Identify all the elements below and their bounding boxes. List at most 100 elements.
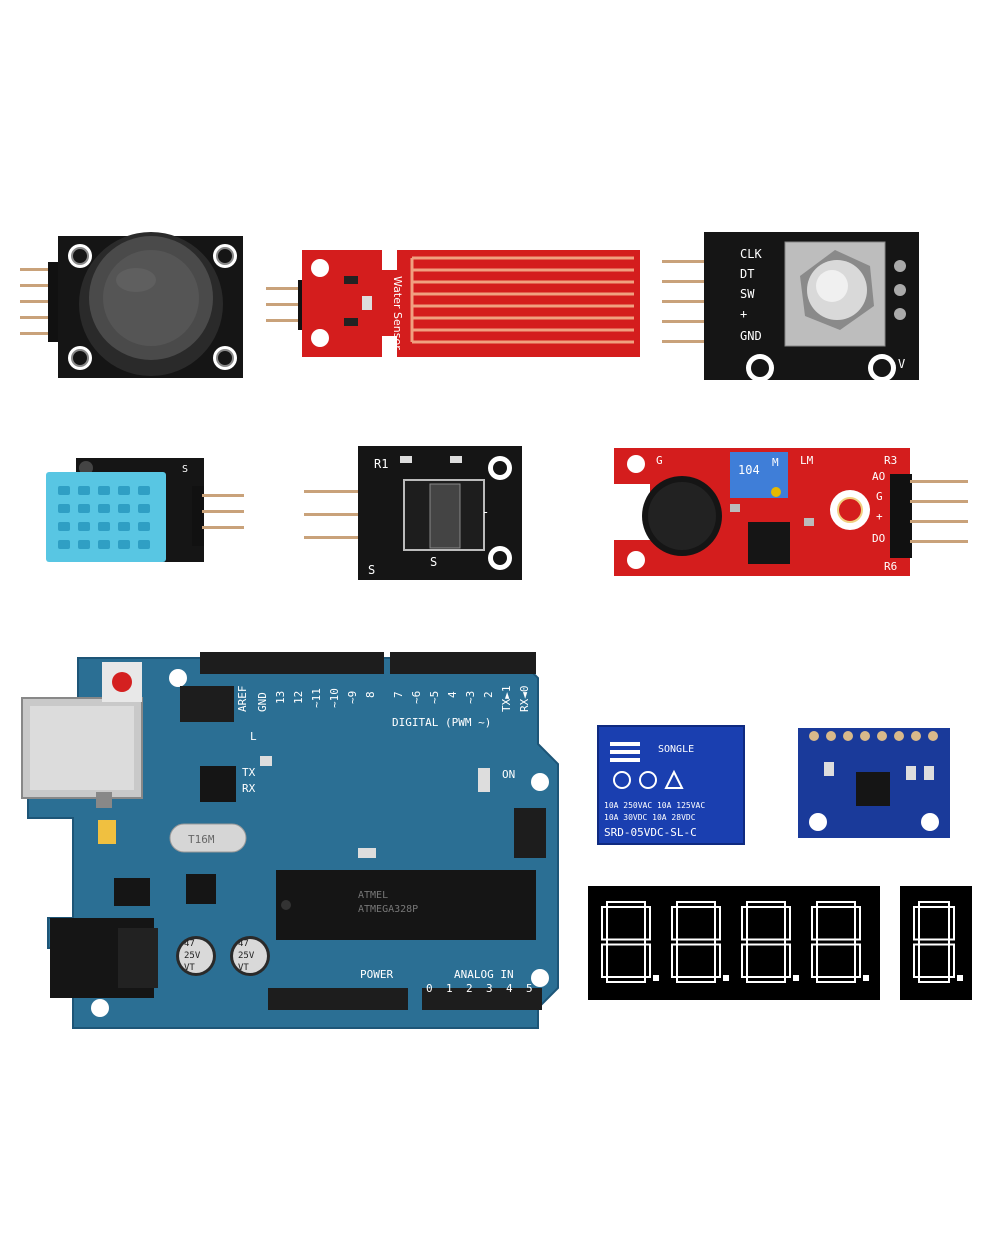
label-aref: AREF <box>236 686 249 713</box>
relay-module: SONGLE 10A 250VAC 10A 125VAC 10A 30VDC 1… <box>597 725 745 845</box>
ir-label-r1: R1 <box>374 457 388 471</box>
svg-text:25V: 25V <box>184 951 201 961</box>
sound-label-g: G <box>656 454 663 467</box>
digital-label: DIGITAL (PWM ~) <box>392 716 491 729</box>
segment-single-digit-segment-0 <box>918 901 950 908</box>
encoder-pin-gnd: GND <box>740 329 762 343</box>
segment-single-digit-segment-5 <box>913 906 920 941</box>
sound-sensor-pins <box>890 474 968 558</box>
encoder-pin-clk: CLK <box>740 247 762 261</box>
dht11-module: S <box>46 458 244 562</box>
segment-digit-1-segment-2 <box>644 943 651 978</box>
joystick-module <box>20 232 243 378</box>
sound-pot-label: 104 <box>738 463 760 477</box>
segment-digit-2-decimal-point <box>723 975 729 981</box>
segment-digit-1 <box>601 901 659 983</box>
sound-pin-g: G <box>876 490 883 503</box>
seven-segment-1digit <box>900 886 972 1000</box>
chip-name: ATMEGA328P <box>358 904 418 915</box>
on-label: ON <box>502 768 515 781</box>
segment-single-digit-segment-6 <box>918 938 950 946</box>
encoder-pin-sw: SW <box>740 287 755 301</box>
power-analog-header <box>268 988 542 1010</box>
label-d3: ~3 <box>464 691 477 704</box>
label-d8: 8 <box>364 691 377 698</box>
sound-sensor-module: 104 M AO G + DO R3 R6 G LM <box>614 448 968 576</box>
tx-label: TX <box>242 766 256 779</box>
water-sensor-module: Water Sensor <box>266 250 640 357</box>
segment-digit-2-segment-3 <box>676 976 716 983</box>
segment-digit-1-decimal-point <box>653 975 659 981</box>
label-d0: RX◄0 <box>518 686 531 713</box>
segment-digit-1-segment-4 <box>601 943 608 978</box>
relay-brand: SONGLE <box>658 744 694 755</box>
relay-ratings-2: 10A 30VDC 10A 28VDC <box>604 813 696 822</box>
segment-digit-4-segment-6 <box>816 938 856 946</box>
rotary-encoder-module: CLK DT SW + GND V <box>662 232 919 382</box>
crystal-label: T16M <box>188 833 215 846</box>
svg-text:25V: 25V <box>238 951 255 961</box>
segment-digit-2-segment-0 <box>676 901 716 908</box>
crystal-oscillator <box>169 823 247 853</box>
capacitor-right: 47 25V VT <box>230 936 270 976</box>
atmega-chip <box>276 870 536 940</box>
segment-digit-3 <box>741 901 799 983</box>
segment-digit-2-segment-6 <box>676 938 716 946</box>
label-d13: 13 <box>274 691 287 704</box>
ir-label-s-left: S <box>368 563 375 577</box>
ir-label-minus: - <box>482 505 489 519</box>
analog-label: ANALOG IN <box>454 968 514 981</box>
segment-digit-4-segment-1 <box>854 906 861 941</box>
label-d7: 7 <box>392 691 405 698</box>
segment-digit-3-segment-3 <box>746 976 786 983</box>
segment-digit-4 <box>811 901 869 983</box>
analog-pin-3: 3 <box>486 982 493 995</box>
segment-single-digit <box>913 901 963 983</box>
analog-pin-4: 4 <box>506 982 513 995</box>
segment-digit-3-segment-5 <box>741 906 748 941</box>
rx-label: RX <box>242 782 256 795</box>
segment-digit-3-segment-6 <box>746 938 786 946</box>
encoder-corner-label: V <box>898 357 905 371</box>
label-d11: ~11 <box>310 688 323 708</box>
label-gnd: GND <box>256 692 269 712</box>
label-d1: TX►1 <box>500 686 513 713</box>
encoder-pin-plus: + <box>740 307 747 321</box>
water-sensor-traces <box>410 256 634 344</box>
dht11-pins <box>192 486 244 546</box>
label-d2: 2 <box>482 691 495 698</box>
digital-header <box>200 652 536 674</box>
ir-label-s-mid: S <box>430 555 437 569</box>
segment-digit-4-decimal-point <box>863 975 869 981</box>
svg-text:47: 47 <box>238 939 249 949</box>
svg-text:47: 47 <box>184 939 195 949</box>
segment-digit-2-segment-5 <box>671 906 678 941</box>
analog-pin-0: 0 <box>426 982 433 995</box>
segment-digit-1-segment-6 <box>606 938 646 946</box>
segment-digit-3-segment-2 <box>784 943 791 978</box>
segment-digit-4-segment-2 <box>854 943 861 978</box>
ir-receiver-module: R1 S S - <box>304 446 522 580</box>
segment-single-digit-segment-2 <box>948 943 955 978</box>
label-d12: 12 <box>292 691 305 704</box>
segment-digit-3-segment-1 <box>784 906 791 941</box>
sound-label-r6: R6 <box>884 560 897 573</box>
segment-digit-2-segment-1 <box>714 906 721 941</box>
segment-digit-4-segment-4 <box>811 943 818 978</box>
segment-digit-1-segment-3 <box>606 976 646 983</box>
label-d9: ~9 <box>346 691 359 704</box>
l-label: L <box>250 730 257 743</box>
segment-digit-2-segment-2 <box>714 943 721 978</box>
capacitor-left: 47 25V VT <box>176 936 216 976</box>
svg-text:VT: VT <box>238 963 249 973</box>
relay-model: SRD-05VDC-SL-C <box>604 826 697 839</box>
segment-digit-1-segment-0 <box>606 901 646 908</box>
segment-digit-1-segment-1 <box>644 906 651 941</box>
segment-digit-3-segment-4 <box>741 943 748 978</box>
dht11-pin-s: S <box>182 464 188 475</box>
label-d6: ~6 <box>410 691 423 704</box>
seven-segment-4digit <box>588 886 880 1000</box>
analog-pin-5: 5 <box>526 982 533 995</box>
segment-single-digit-segment-4 <box>913 943 920 978</box>
sound-pot-mark: M <box>772 456 779 469</box>
